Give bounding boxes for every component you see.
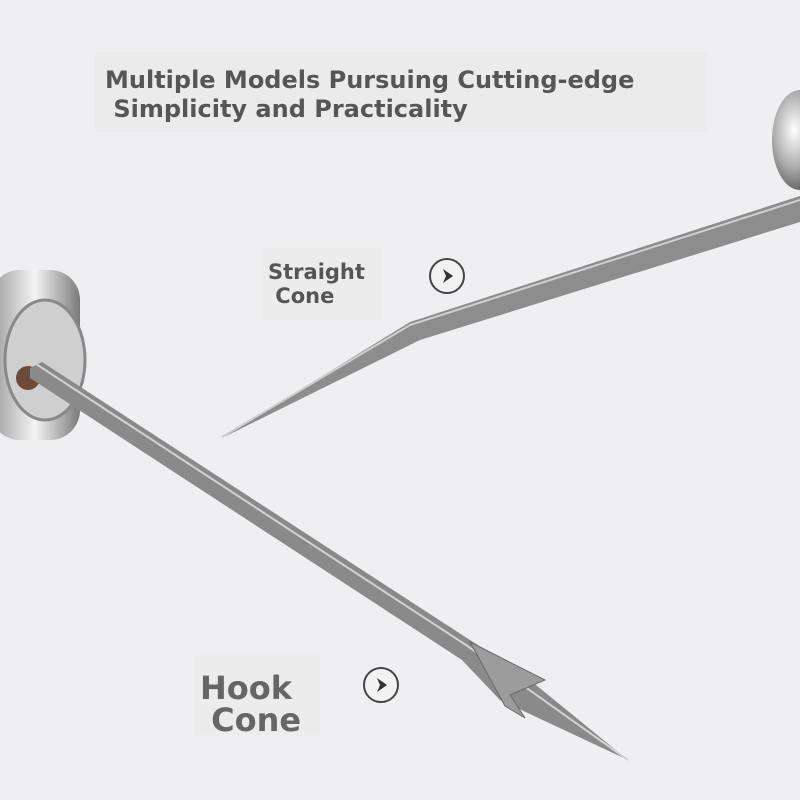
- headline-line-1: Multiple Models Pursuing Cutting-edge: [105, 66, 635, 94]
- title-banner: [95, 52, 707, 132]
- straight-label-line-2: Cone: [268, 284, 335, 308]
- hook-label-box: [195, 655, 320, 735]
- hook-needle: [30, 362, 628, 760]
- hook-label-line-1: Hook: [200, 669, 293, 707]
- chevron-right-circle-icon: [363, 667, 399, 703]
- chevron-right-circle-icon: [429, 258, 465, 294]
- straight-label-line-1: Straight: [268, 260, 365, 284]
- straight-cone-label: Straight Cone: [268, 260, 365, 308]
- straight-needle: [222, 196, 800, 438]
- ball-head: [772, 90, 800, 190]
- hook-cone-label: Hook Cone: [200, 672, 301, 736]
- headline-line-2: Simplicity and Practicality: [105, 95, 468, 123]
- straight-label-box: [263, 248, 381, 320]
- headline: Multiple Models Pursuing Cutting-edge Si…: [105, 66, 634, 124]
- hook-label-line-2: Cone: [200, 701, 302, 739]
